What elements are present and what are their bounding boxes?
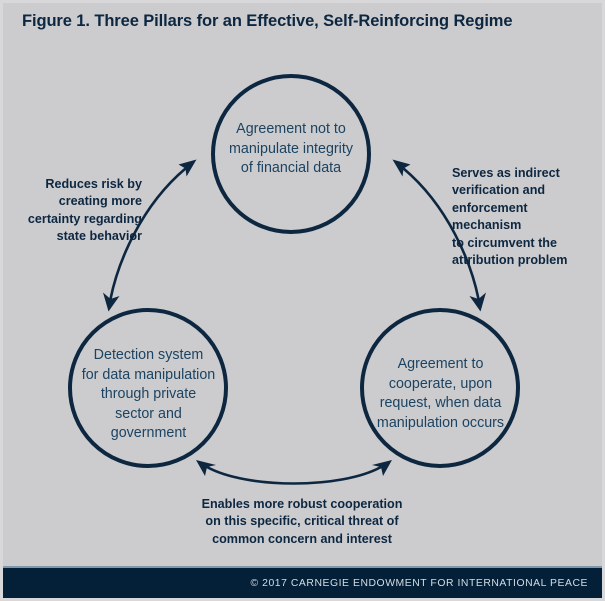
connector-label-right-line-2: verification and — [452, 183, 546, 198]
connector-label-bottom-line-2: on this specific, critical threat of — [205, 514, 399, 529]
node-label-right: Agreement to cooperate, upon request, wh… — [362, 355, 519, 433]
connector-left-arrow — [103, 159, 197, 312]
connector-left-path — [109, 167, 187, 300]
node-label-left-line-1: Detection system — [93, 347, 204, 363]
connector-label-right-line-1: Serves as indirect — [452, 166, 560, 180]
arrowhead-bottom-left — [196, 460, 216, 476]
connector-right-path — [402, 167, 480, 300]
node-label-right-line-4: manipulation occurs — [376, 414, 505, 431]
connector-label-left-line-1: Reduces risk by — [45, 177, 142, 191]
connector-label-right-line-4: to circumvent the — [452, 235, 557, 250]
node-label-left-line-3: through private — [100, 386, 197, 402]
connector-bottom-arrow — [196, 460, 392, 485]
footer-band: © 2017 CARNEGIE ENDOWMENT FOR INTERNATIO… — [0, 566, 605, 601]
connector-label-bottom-line-3: common concern and interest — [212, 531, 392, 546]
connector-label-bottom: Enables more robust cooperation on this … — [152, 496, 452, 548]
arrowhead-left-upper — [178, 159, 197, 177]
copyright-credit: © 2017 CARNEGIE ENDOWMENT FOR INTERNATIO… — [250, 578, 588, 589]
arrowhead-bottom-right — [372, 460, 392, 476]
node-circle-top — [211, 74, 371, 234]
figure-title: Figure 1. Three Pillars for an Effective… — [22, 12, 513, 30]
node-label-left-line-5: government — [110, 425, 187, 441]
connector-label-left-line-4: state behavior — [56, 229, 142, 244]
connector-bottom-path — [206, 465, 382, 485]
connector-label-right: Serves as indirect verification and enfo… — [452, 165, 595, 269]
node-circle-right — [360, 308, 520, 468]
node-label-top-line-2: manipulate integrity — [229, 140, 353, 157]
arrowhead-right-upper — [392, 159, 411, 177]
node-label-right-line-1: Agreement to — [397, 356, 484, 372]
connector-label-bottom-line-1: Enables more robust cooperation — [201, 497, 403, 511]
connector-label-left-line-3: certainty regarding — [27, 211, 142, 226]
arrowhead-left-lower — [103, 292, 120, 312]
node-label-left: Detection system for data manipulation t… — [70, 346, 227, 444]
connector-right-arrow — [392, 159, 486, 312]
connector-label-left-line-2: creating more — [58, 194, 142, 209]
node-label-top-line-3: of financial data — [240, 160, 342, 176]
node-label-left-line-2: for data manipulation — [81, 366, 216, 383]
node-label-top-line-1: Agreement not to — [236, 121, 346, 137]
connector-label-right-line-5: attribution problem — [452, 253, 568, 268]
node-circle-left — [68, 308, 228, 468]
node-label-top: Agreement not to manipulate integrity of… — [213, 120, 369, 179]
node-label-right-line-3: request, when data — [379, 395, 502, 411]
node-label-left-line-4: sector and — [115, 405, 182, 422]
arrowhead-right-lower — [469, 292, 486, 312]
connector-label-right-line-3: enforcement mechanism — [452, 200, 528, 233]
node-label-right-line-2: cooperate, upon — [388, 375, 493, 392]
connector-label-left: Reduces risk by creating more certainty … — [10, 176, 142, 246]
